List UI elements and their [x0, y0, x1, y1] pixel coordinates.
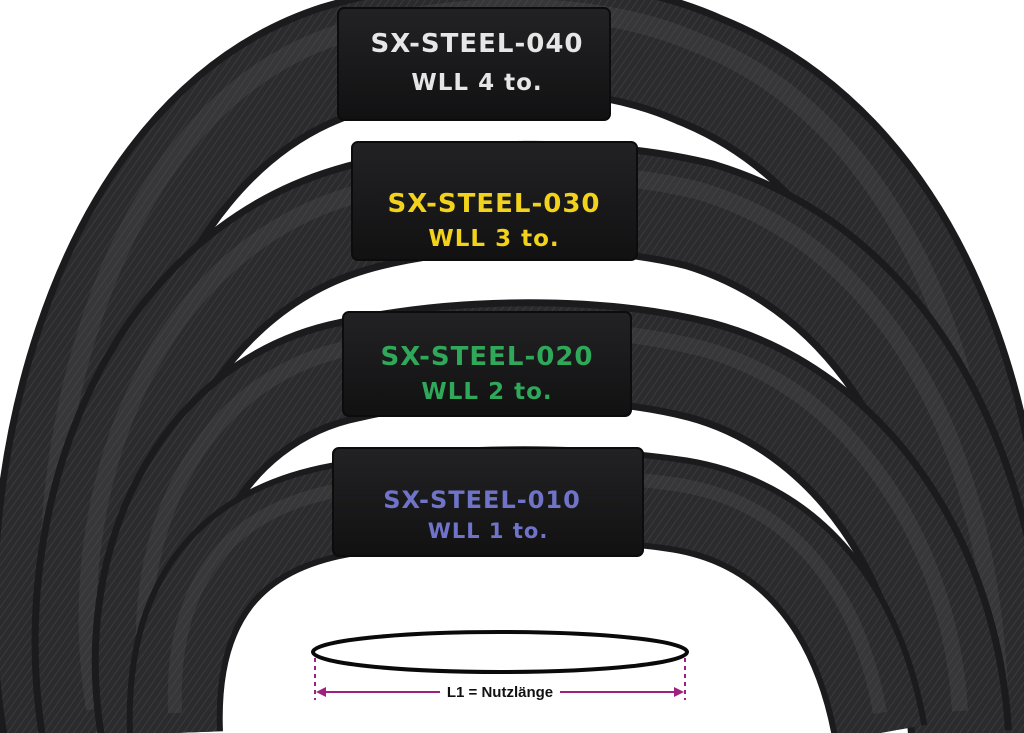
tag-model-020: SX-STEEL-020	[380, 342, 593, 372]
tag-wll-020: WLL 2 to.	[421, 379, 552, 405]
tag-wll-010: WLL 1 to.	[428, 519, 549, 543]
dimension-arrowhead-right	[674, 687, 684, 697]
tag-sx-steel-030: SX-STEEL-030 WLL 3 to.	[351, 141, 638, 261]
tag-sx-steel-010: SX-STEEL-010 WLL 1 to.	[332, 447, 644, 557]
tag-model-040: SX-STEEL-040	[370, 29, 583, 59]
tag-model-030: SX-STEEL-030	[387, 189, 600, 219]
schematic-ring	[311, 630, 689, 674]
tag-wll-030: WLL 3 to.	[428, 226, 559, 252]
tag-sx-steel-020: SX-STEEL-020 WLL 2 to.	[342, 311, 632, 417]
tag-sx-steel-040: SX-STEEL-040 WLL 4 to.	[337, 7, 611, 121]
dimension-label: L1 = Nutzlänge	[447, 684, 553, 701]
tag-model-010: SX-STEEL-010	[383, 486, 581, 514]
dimension-arrowhead-left	[316, 687, 326, 697]
tag-wll-040: WLL 4 to.	[411, 70, 542, 96]
dimension-line: L1 = Nutzlänge	[314, 658, 686, 701]
